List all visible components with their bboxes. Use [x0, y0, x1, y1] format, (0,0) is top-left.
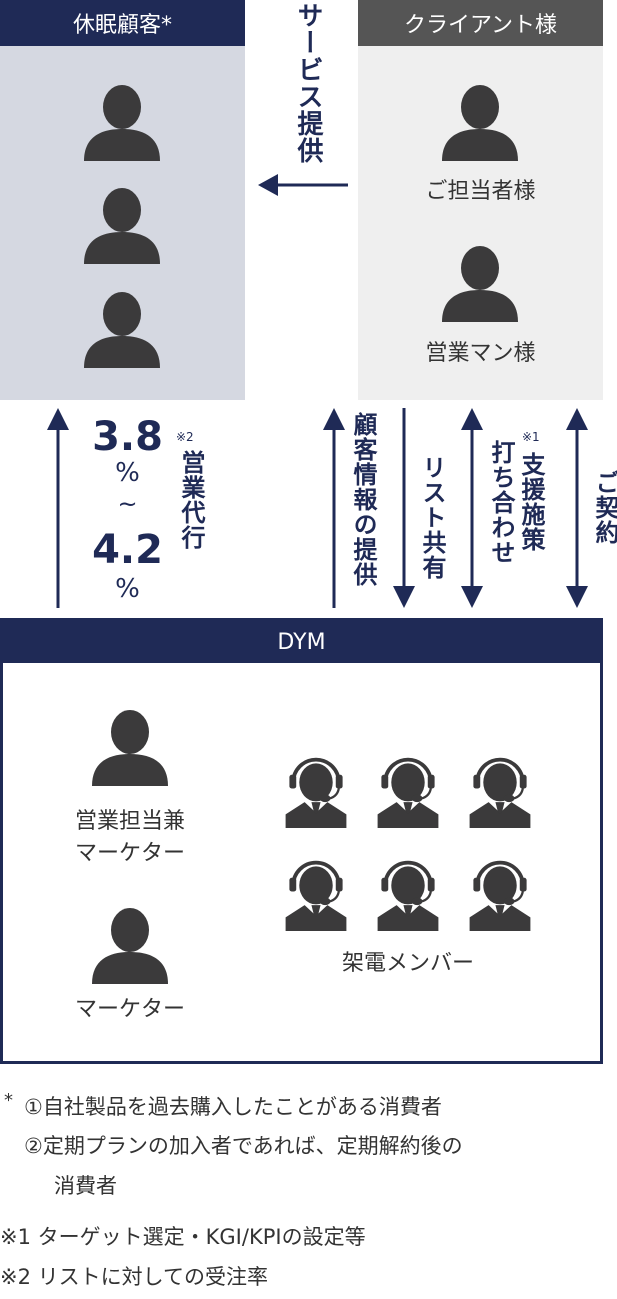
rate-pct: %	[115, 574, 140, 604]
flow-label: 顧客情報の提供	[349, 412, 377, 587]
headset-operator-icon	[278, 745, 354, 835]
person-icon	[84, 85, 160, 161]
dormant-customers-title: 休眠顧客*	[0, 0, 245, 46]
sales-agency-label: 営業代行	[177, 450, 205, 550]
arrow-up-icon	[323, 408, 345, 608]
footnote: ※1 ターゲット選定・KGI/KPIの設定等	[0, 1225, 366, 1249]
flow-label: 打ち合わせ	[487, 440, 515, 565]
arrow-down-icon	[393, 408, 415, 608]
rate-tilde: ~	[117, 490, 138, 518]
person-icon	[92, 908, 168, 984]
person-icon	[92, 710, 168, 786]
footnote-star: *	[4, 1090, 13, 1111]
service-label: サービス提供	[293, 2, 323, 164]
label-line: 営業担当兼	[74, 809, 185, 834]
client-person-label: ご担当者様	[425, 179, 536, 204]
arrow-left-icon	[258, 174, 348, 196]
headset-operator-icon	[278, 848, 354, 938]
headset-operator-icon	[462, 848, 538, 938]
flow-label: 支援施策	[517, 452, 545, 552]
arrow-both-icon	[461, 408, 483, 608]
client-sales-label: 営業マン様	[425, 341, 536, 366]
flow-label: ご契約	[591, 470, 617, 545]
footnote: ※2 リストに対しての受注率	[0, 1265, 269, 1289]
arrow-both-icon	[566, 408, 588, 608]
person-icon	[84, 292, 160, 368]
flow-label: リスト共有	[418, 455, 446, 580]
marketer-label: マーケター	[74, 997, 185, 1022]
dym-title: DYM	[3, 621, 600, 663]
label-line: マーケター	[74, 841, 185, 866]
headset-operator-icon	[370, 848, 446, 938]
footnote: ②定期プランの加入者であれば、定期解約後の	[24, 1134, 463, 1158]
person-icon	[84, 188, 160, 264]
person-icon	[442, 246, 518, 322]
sales-marketer-label: 営業担当兼マーケター	[30, 806, 230, 870]
footnote: 消費者	[54, 1174, 117, 1198]
headset-operator-icon	[462, 745, 538, 835]
rate-to: 4.2	[92, 527, 163, 573]
callers-label: 架電メンバー	[341, 951, 474, 976]
headset-operator-icon	[370, 745, 446, 835]
client-title: クライアント様	[358, 0, 603, 46]
note-mark: ※1	[522, 430, 540, 444]
client-panel: クライアント様	[358, 0, 603, 400]
rate-pct: %	[115, 458, 140, 488]
dym-panel: DYM	[0, 618, 603, 1064]
footnote: ①自社製品を過去購入したことがある消費者	[24, 1095, 442, 1119]
person-icon	[442, 85, 518, 161]
note-mark: ※2	[176, 430, 194, 444]
rate-from: 3.8	[92, 414, 163, 460]
arrow-up-icon	[47, 408, 69, 608]
